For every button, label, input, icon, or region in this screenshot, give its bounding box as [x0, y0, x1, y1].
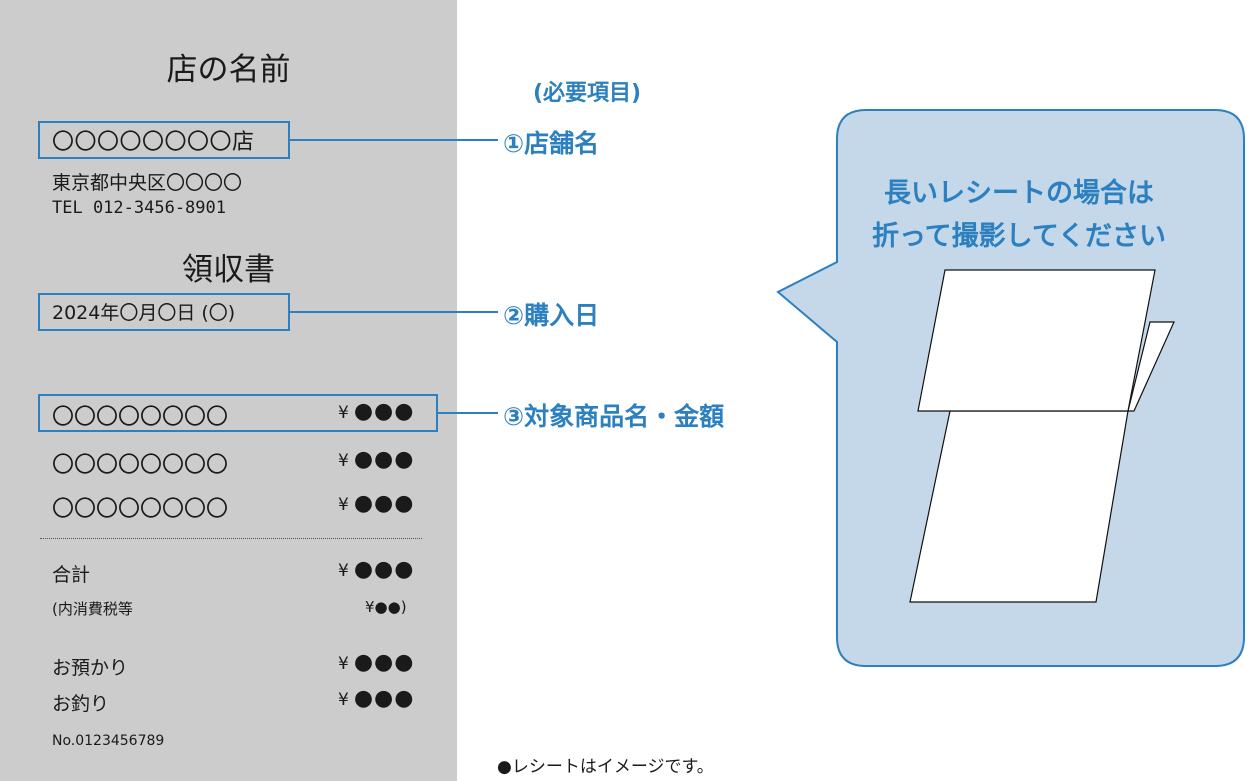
- store-name-highlight: [38, 121, 290, 159]
- change-label: お釣り: [52, 693, 110, 715]
- total-price: ¥●●●: [338, 557, 415, 582]
- purchase-date-highlight: [38, 293, 290, 331]
- receipt-number: No.0123456789: [52, 733, 165, 749]
- item-connector: [438, 412, 498, 414]
- receipt-title: 領収書: [182, 252, 275, 288]
- long-receipt-tip: 長いレシートの場合は 折って撮影してください: [839, 172, 1199, 258]
- purchase-date-callout: ②購入日: [503, 301, 600, 330]
- folded-paper-back: [1127, 321, 1175, 412]
- total-label: 合計: [52, 564, 91, 586]
- store-title: 店の名前: [166, 52, 291, 88]
- item-name: 〇〇〇〇〇〇〇〇: [52, 405, 229, 430]
- item-highlight: [38, 394, 438, 432]
- item-amount-callout: ③対象商品名・金額: [503, 402, 725, 431]
- required-items-title: (必要項目): [533, 81, 642, 106]
- store-name-callout: ①店舗名: [503, 129, 600, 158]
- tax-label: (内消費税等: [52, 600, 133, 618]
- deposit-price: ¥●●●: [338, 650, 415, 675]
- image-note: ●レシートはイメージです。: [497, 757, 714, 777]
- tip-line-1: 長いレシートの場合は: [884, 178, 1154, 209]
- item-name: 〇〇〇〇〇〇〇〇: [52, 497, 229, 522]
- store-tel: TEL 012-3456-8901: [52, 198, 226, 218]
- deposit-label: お預かり: [52, 657, 129, 679]
- receipt-sample: 店の名前 〇〇〇〇〇〇〇〇店 東京都中央区〇〇〇〇 TEL 012-3456-8…: [0, 0, 457, 781]
- purchase-date-connector: [290, 311, 498, 313]
- item-price: ¥●●●: [338, 399, 415, 424]
- tax-price: ¥●●): [365, 598, 407, 616]
- store-name-connector: [290, 139, 498, 141]
- tip-line-2: 折って撮影してください: [871, 221, 1167, 252]
- item-price: ¥●●●: [338, 491, 415, 516]
- store-address: 東京都中央区〇〇〇〇: [52, 172, 243, 194]
- change-price: ¥●●●: [338, 686, 415, 711]
- purchase-date: 2024年〇月〇日 (〇): [52, 302, 236, 324]
- item-price: ¥●●●: [338, 447, 415, 472]
- paper-fold-flap: [917, 269, 1156, 412]
- store-name: 〇〇〇〇〇〇〇〇店: [52, 130, 255, 155]
- divider: [40, 538, 422, 539]
- item-name: 〇〇〇〇〇〇〇〇: [52, 453, 229, 478]
